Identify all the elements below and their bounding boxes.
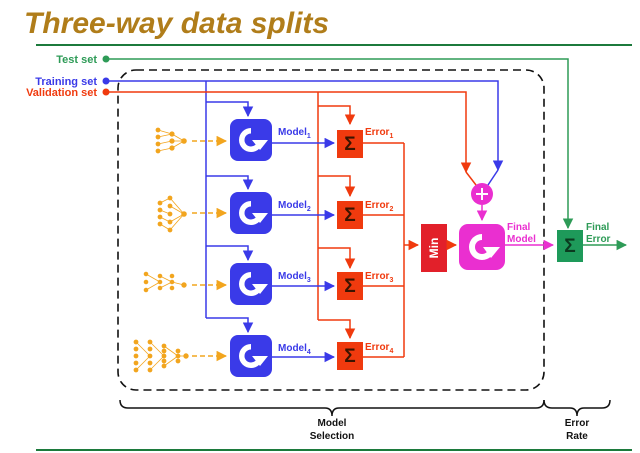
trainer-block-2 bbox=[230, 192, 272, 234]
model-selection-brace bbox=[119, 399, 545, 417]
mlp-network-icon bbox=[157, 195, 187, 233]
model-1-label: Model1 bbox=[278, 127, 311, 140]
validation-set-label: Validation set bbox=[26, 87, 97, 99]
plus-combiner-icon bbox=[471, 183, 493, 205]
error-2-label: Error2 bbox=[365, 200, 393, 213]
model-3-label: Model3 bbox=[278, 271, 311, 284]
test-set-label: Test set bbox=[56, 54, 97, 66]
training-set-label: Training set bbox=[35, 76, 97, 88]
svg-text:Σ: Σ bbox=[344, 205, 355, 226]
trainer-block-3 bbox=[230, 263, 272, 305]
model-to-error-arrows bbox=[272, 137, 336, 363]
error-4-label: Error4 bbox=[365, 342, 393, 355]
final-trainer-block bbox=[459, 224, 505, 270]
model-2-label: Model2 bbox=[278, 200, 311, 213]
error-rate-brace bbox=[543, 399, 611, 417]
error-sum-block-2: Σ bbox=[337, 201, 363, 229]
min-block: Min bbox=[421, 224, 447, 272]
classifier-arrows bbox=[192, 135, 228, 362]
perceptron-network-icon bbox=[155, 127, 187, 154]
large-network-icon bbox=[133, 339, 189, 373]
deep-network-icon bbox=[143, 271, 187, 293]
training-set-lines bbox=[106, 80, 504, 334]
error-3-label: Error3 bbox=[365, 271, 393, 284]
errors-to-min-lines bbox=[363, 142, 420, 358]
training-to-combiner bbox=[487, 169, 499, 186]
error-sum-block-4: Σ bbox=[337, 342, 363, 370]
svg-text:Σ: Σ bbox=[344, 134, 355, 155]
model-4-label: Model4 bbox=[278, 343, 311, 356]
error-sum-block-1: Σ bbox=[337, 130, 363, 158]
error-1-label: Error1 bbox=[365, 127, 393, 140]
svg-text:Min: Min bbox=[427, 238, 441, 259]
trainer-block-4 bbox=[230, 335, 272, 377]
model-selection-frame bbox=[117, 69, 545, 391]
trainer-block-1 bbox=[230, 119, 272, 161]
validation-to-combiner bbox=[465, 171, 477, 186]
svg-text:Σ: Σ bbox=[564, 236, 575, 257]
svg-text:Σ: Σ bbox=[344, 276, 355, 297]
validation-set-lines bbox=[106, 91, 472, 340]
slide-title: Three-way data splits bbox=[24, 7, 330, 40]
svg-text:Σ: Σ bbox=[344, 346, 355, 367]
error-rate-block: Σ bbox=[557, 230, 583, 262]
error-sum-block-3: Σ bbox=[337, 272, 363, 300]
test-set-line bbox=[106, 58, 574, 230]
